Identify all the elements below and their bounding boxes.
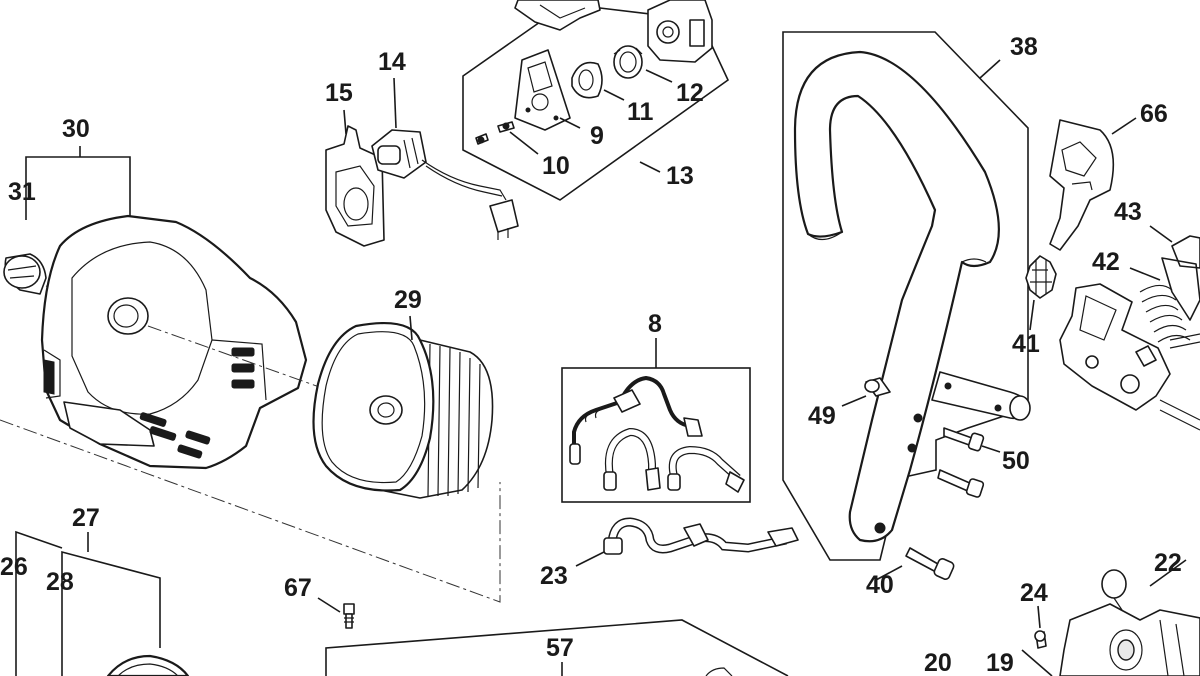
label-28: 28 bbox=[46, 568, 74, 596]
label-66: 66 bbox=[1140, 100, 1168, 128]
ignition-switch-group bbox=[325, 77, 519, 247]
label-22: 22 bbox=[1154, 549, 1182, 577]
label-26: 26 bbox=[0, 553, 28, 581]
front-handle-group bbox=[782, 31, 1031, 561]
carburetor-group bbox=[462, 0, 730, 201]
label-50: 50 bbox=[1002, 447, 1030, 475]
label-42: 42 bbox=[1092, 248, 1120, 276]
air-filter-29 bbox=[312, 315, 494, 499]
label-67: 67 bbox=[284, 574, 312, 602]
part-labels: 38 66 43 42 41 14 15 12 11 9 10 13 30 31… bbox=[0, 33, 1182, 676]
label-38: 38 bbox=[1010, 33, 1038, 61]
label-11: 11 bbox=[627, 98, 654, 126]
label-9: 9 bbox=[590, 122, 604, 150]
label-10: 10 bbox=[542, 152, 570, 180]
label-43: 43 bbox=[1114, 198, 1142, 226]
label-31: 31 bbox=[8, 178, 36, 206]
label-14: 14 bbox=[378, 48, 406, 76]
label-15: 15 bbox=[325, 79, 353, 107]
label-8: 8 bbox=[648, 310, 662, 338]
screws-50 bbox=[937, 427, 1001, 498]
label-29: 29 bbox=[394, 286, 422, 314]
label-30: 30 bbox=[62, 115, 90, 143]
bushing-49 bbox=[841, 377, 891, 407]
label-20: 20 bbox=[924, 649, 952, 676]
fuel-line-box-8 bbox=[561, 338, 751, 503]
label-27: 27 bbox=[72, 504, 100, 532]
label-13: 13 bbox=[666, 162, 694, 190]
rear-brake-group bbox=[1025, 117, 1200, 431]
screw-40 bbox=[875, 547, 955, 581]
label-41: 41 bbox=[1012, 330, 1040, 358]
pin-67 bbox=[317, 597, 355, 629]
label-40: 40 bbox=[866, 571, 894, 599]
lower-left-bracket bbox=[15, 530, 190, 676]
label-12: 12 bbox=[676, 79, 704, 107]
label-23: 23 bbox=[540, 562, 568, 590]
label-49: 49 bbox=[808, 402, 836, 430]
lower-right-parts bbox=[1021, 559, 1200, 676]
fuel-hose-23 bbox=[575, 517, 799, 567]
label-19: 19 bbox=[986, 649, 1014, 676]
label-57: 57 bbox=[546, 634, 574, 662]
label-24: 24 bbox=[1020, 579, 1048, 607]
box-57 bbox=[325, 619, 789, 676]
